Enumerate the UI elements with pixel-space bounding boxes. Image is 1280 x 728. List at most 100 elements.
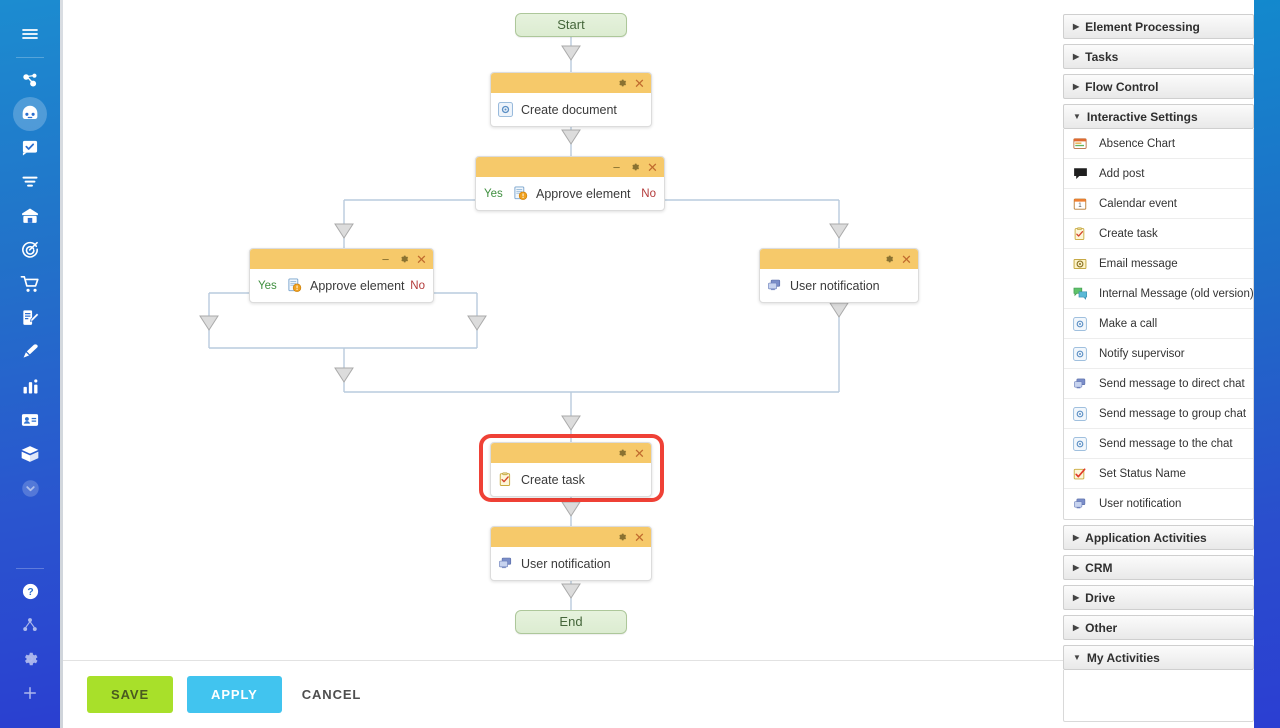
activity-notify-supervisor[interactable]: Notify supervisor [1064,339,1253,369]
svg-text:1: 1 [1078,202,1082,209]
node-create-task[interactable]: ✕ Create task [490,442,652,497]
section-drive[interactable]: ▶ Drive [1063,585,1254,610]
node-title: Approve element [310,278,405,293]
activity-set-status-name[interactable]: Set Status Name [1064,459,1253,489]
activity-calendar-event[interactable]: 1 Calendar event [1064,189,1253,219]
gear-icon[interactable] [615,531,628,544]
make-a-call-icon [497,102,513,118]
node-start[interactable]: Start [515,13,627,37]
analytics-bar-icon[interactable] [13,369,47,403]
node-header: − ✕ [250,249,433,269]
section-label: Application Activities [1085,530,1207,545]
activity-user-notification[interactable]: User notification [1064,489,1253,519]
section-application-activities[interactable]: ▶ Application Activities [1063,525,1254,550]
node-approve-element-1[interactable]: − ✕ Yes [475,156,665,211]
branch-label-no[interactable]: No [641,187,656,200]
chevron-right-icon: ▶ [1073,592,1080,602]
close-icon[interactable]: ✕ [634,529,645,545]
close-icon[interactable]: ✕ [901,251,912,267]
apply-button[interactable]: APPLY [187,676,282,713]
section-other[interactable]: ▶ Other [1063,615,1254,640]
gear-icon[interactable] [397,253,410,266]
contact-card-icon[interactable] [13,403,47,437]
company-icon[interactable] [13,199,47,233]
node-create-document[interactable]: ✕ Create document [490,72,652,127]
node-title: User notification [790,278,880,293]
section-tasks[interactable]: ▶ Tasks [1063,44,1254,69]
activity-send-direct-chat[interactable]: Send message to direct chat [1064,369,1253,399]
node-approve-element-2[interactable]: − ✕ Yes [249,248,434,303]
activity-send-the-chat[interactable]: Send message to the chat [1064,429,1253,459]
robot-icon[interactable] [13,97,47,131]
cancel-button[interactable]: CANCEL [296,676,368,713]
minimize-icon[interactable]: − [612,159,621,175]
branch-label-yes[interactable]: Yes [484,187,503,200]
section-label: Drive [1085,590,1116,605]
minimize-icon[interactable]: − [381,251,390,267]
right-edge-gradient [1254,0,1280,728]
activity-label: Send message to the chat [1099,437,1233,450]
activity-label: Calendar event [1099,197,1177,210]
branch-label-yes[interactable]: Yes [258,279,277,292]
more-chevron-icon[interactable] [13,471,47,505]
internal-message-icon [1072,286,1088,302]
activities-panel[interactable]: ▶ Element Processing ▶ Tasks ▶ Flow Cont… [1063,0,1254,728]
close-icon[interactable]: ✕ [647,159,658,175]
help-question-icon[interactable]: ? [13,574,47,608]
plus-add-icon[interactable] [13,676,47,710]
save-button[interactable]: SAVE [87,676,174,713]
activity-add-post[interactable]: Add post [1064,159,1253,189]
hamburger-menu-icon[interactable] [13,17,47,51]
section-flow-control[interactable]: ▶ Flow Control [1063,74,1254,99]
feed-icon[interactable] [13,165,47,199]
rail-edge-divider [60,0,63,728]
marketing-icon[interactable] [13,335,47,369]
activity-create-task[interactable]: Create task [1064,219,1253,249]
action-bar: SAVE APPLY CANCEL [63,660,1063,728]
node-user-notification-2[interactable]: ✕ User notification [490,526,652,581]
activity-send-group-chat[interactable]: Send message to group chat [1064,399,1253,429]
automation-icon[interactable] [13,63,47,97]
section-my-activities[interactable]: ▼ My Activities [1063,645,1254,670]
left-sidebar: ? [0,0,60,728]
close-icon[interactable]: ✕ [416,251,427,267]
node-header: ✕ [491,527,651,547]
activity-label: Create task [1099,227,1158,240]
approve-element-icon [286,278,302,294]
activity-make-a-call[interactable]: Make a call [1064,309,1253,339]
node-header: ✕ [491,73,651,93]
close-icon[interactable]: ✕ [634,75,645,91]
section-crm[interactable]: ▶ CRM [1063,555,1254,580]
my-activities-list [1063,670,1254,722]
section-interactive-settings[interactable]: ▼ Interactive Settings [1063,104,1254,129]
node-user-notification-1[interactable]: ✕ User notification [759,248,919,303]
svg-text:?: ? [27,587,33,598]
target-icon[interactable] [13,233,47,267]
node-end[interactable]: End [515,610,627,634]
user-notification-icon [497,556,513,572]
gear-icon[interactable] [615,447,628,460]
sign-document-icon[interactable] [13,301,47,335]
gear-icon[interactable] [628,161,641,174]
gear-icon[interactable] [615,77,628,90]
node-title: User notification [521,556,611,571]
cart-icon[interactable] [13,267,47,301]
section-element-processing[interactable]: ▶ Element Processing [1063,14,1254,39]
approve-element-icon [512,186,528,202]
tasks-check-icon[interactable] [13,131,47,165]
gear-icon[interactable] [882,253,895,266]
section-label: Element Processing [1085,19,1200,34]
activity-email-message[interactable]: Email message [1064,249,1253,279]
activity-internal-message[interactable]: Internal Message (old version) [1064,279,1254,309]
drive-box-icon[interactable] [13,437,47,471]
rail-divider-bottom [16,568,44,569]
branch-label-no[interactable]: No [410,279,425,292]
node-body: Yes Approve element No [250,269,433,302]
activity-label: Send message to direct chat [1099,377,1245,390]
chevron-down-icon: ▼ [1073,652,1081,662]
gear-settings-icon[interactable] [13,642,47,676]
workflow-canvas[interactable]: Start ✕ [63,0,1063,728]
close-icon[interactable]: ✕ [634,445,645,461]
sitemap-icon[interactable] [13,608,47,642]
activity-absence-chart[interactable]: Absence Chart [1064,129,1253,159]
